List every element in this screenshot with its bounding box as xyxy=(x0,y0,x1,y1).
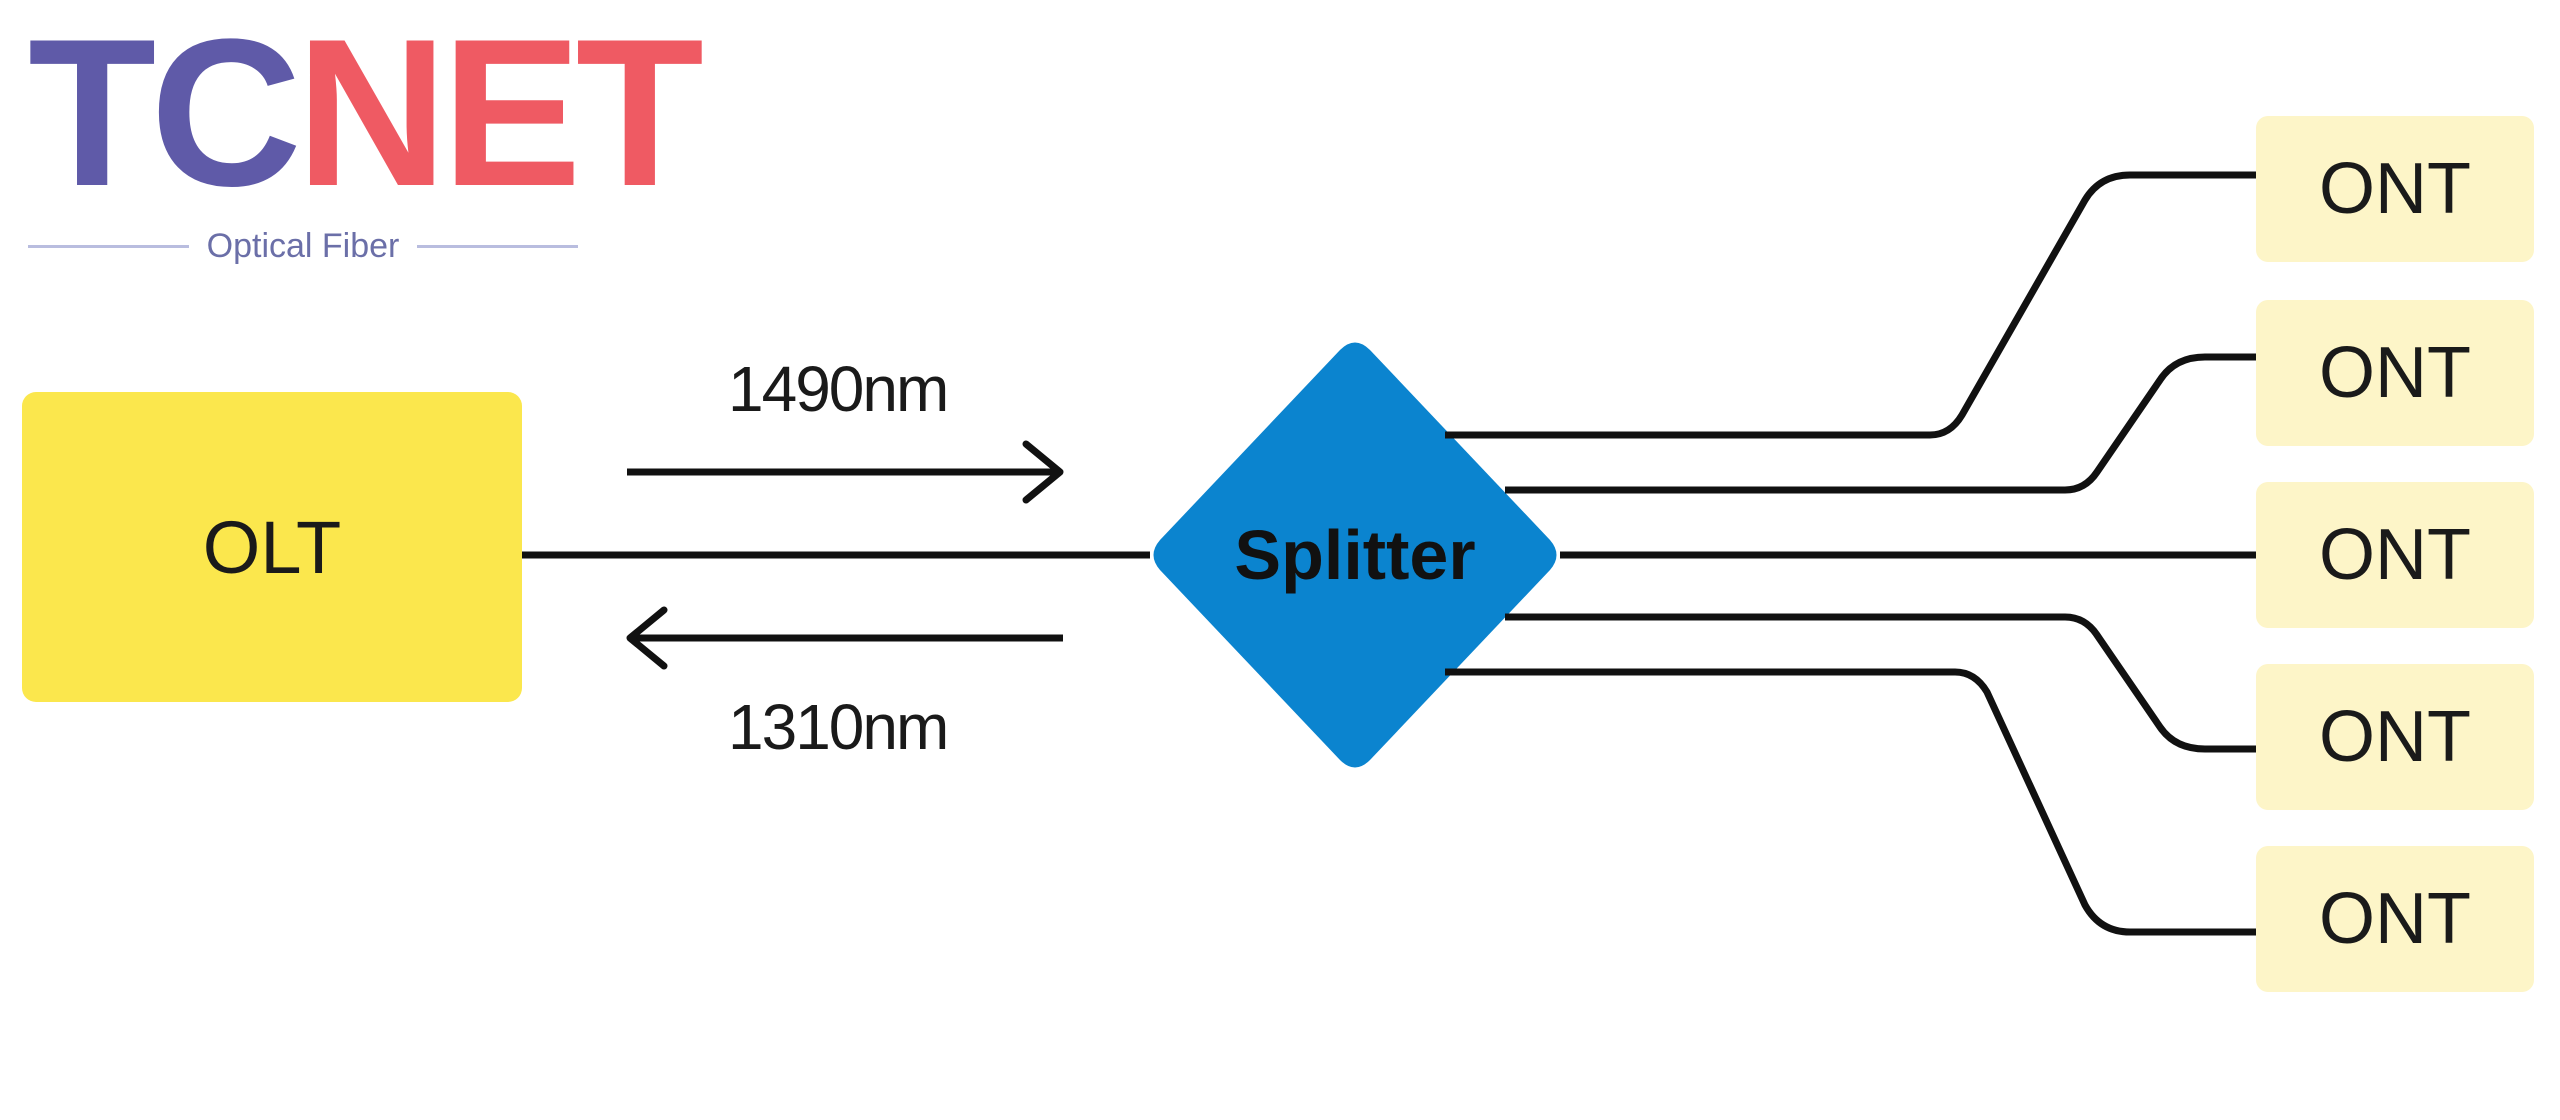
ont-label: ONT xyxy=(2319,149,2471,229)
splitter-label: Splitter xyxy=(1234,516,1476,594)
ont-node: ONT xyxy=(2256,116,2534,262)
logo-divider-right xyxy=(417,244,579,248)
ont-label: ONT xyxy=(2319,333,2471,413)
ont-label: ONT xyxy=(2319,515,2471,595)
branch-fiber-4 xyxy=(1505,613,2256,753)
ont-node: ONT xyxy=(2256,482,2534,628)
branch-fiber-2 xyxy=(1505,353,2256,494)
tcnet-logo: TCNET Optical Fiber xyxy=(28,8,704,268)
downstream-wavelength-label: 1490nm xyxy=(728,353,949,425)
logo-brand-part2: NET xyxy=(295,0,704,230)
logo-brand-part1: TC xyxy=(28,0,302,230)
downstream-arrow xyxy=(627,440,1064,504)
logo-divider-left xyxy=(28,244,189,248)
logo-wordmark: TCNET xyxy=(28,8,704,218)
ont-node: ONT xyxy=(2256,846,2534,992)
logo-tagline-row: Optical Fiber xyxy=(28,226,579,266)
olt-label: OLT xyxy=(202,505,342,589)
ont-label: ONT xyxy=(2319,697,2471,777)
upstream-wavelength-label: 1310nm xyxy=(728,691,949,763)
logo-tagline: Optical Fiber xyxy=(206,226,400,265)
olt-node: OLT xyxy=(22,392,522,702)
splitter-shape xyxy=(1153,342,1557,768)
ont-node: ONT xyxy=(2256,664,2534,810)
branch-fiber-1 xyxy=(1445,171,2256,439)
ont-label: ONT xyxy=(2319,879,2471,959)
upstream-arrow xyxy=(626,606,1063,670)
branch-fiber-5 xyxy=(1445,668,2256,936)
ont-node: ONT xyxy=(2256,300,2534,446)
